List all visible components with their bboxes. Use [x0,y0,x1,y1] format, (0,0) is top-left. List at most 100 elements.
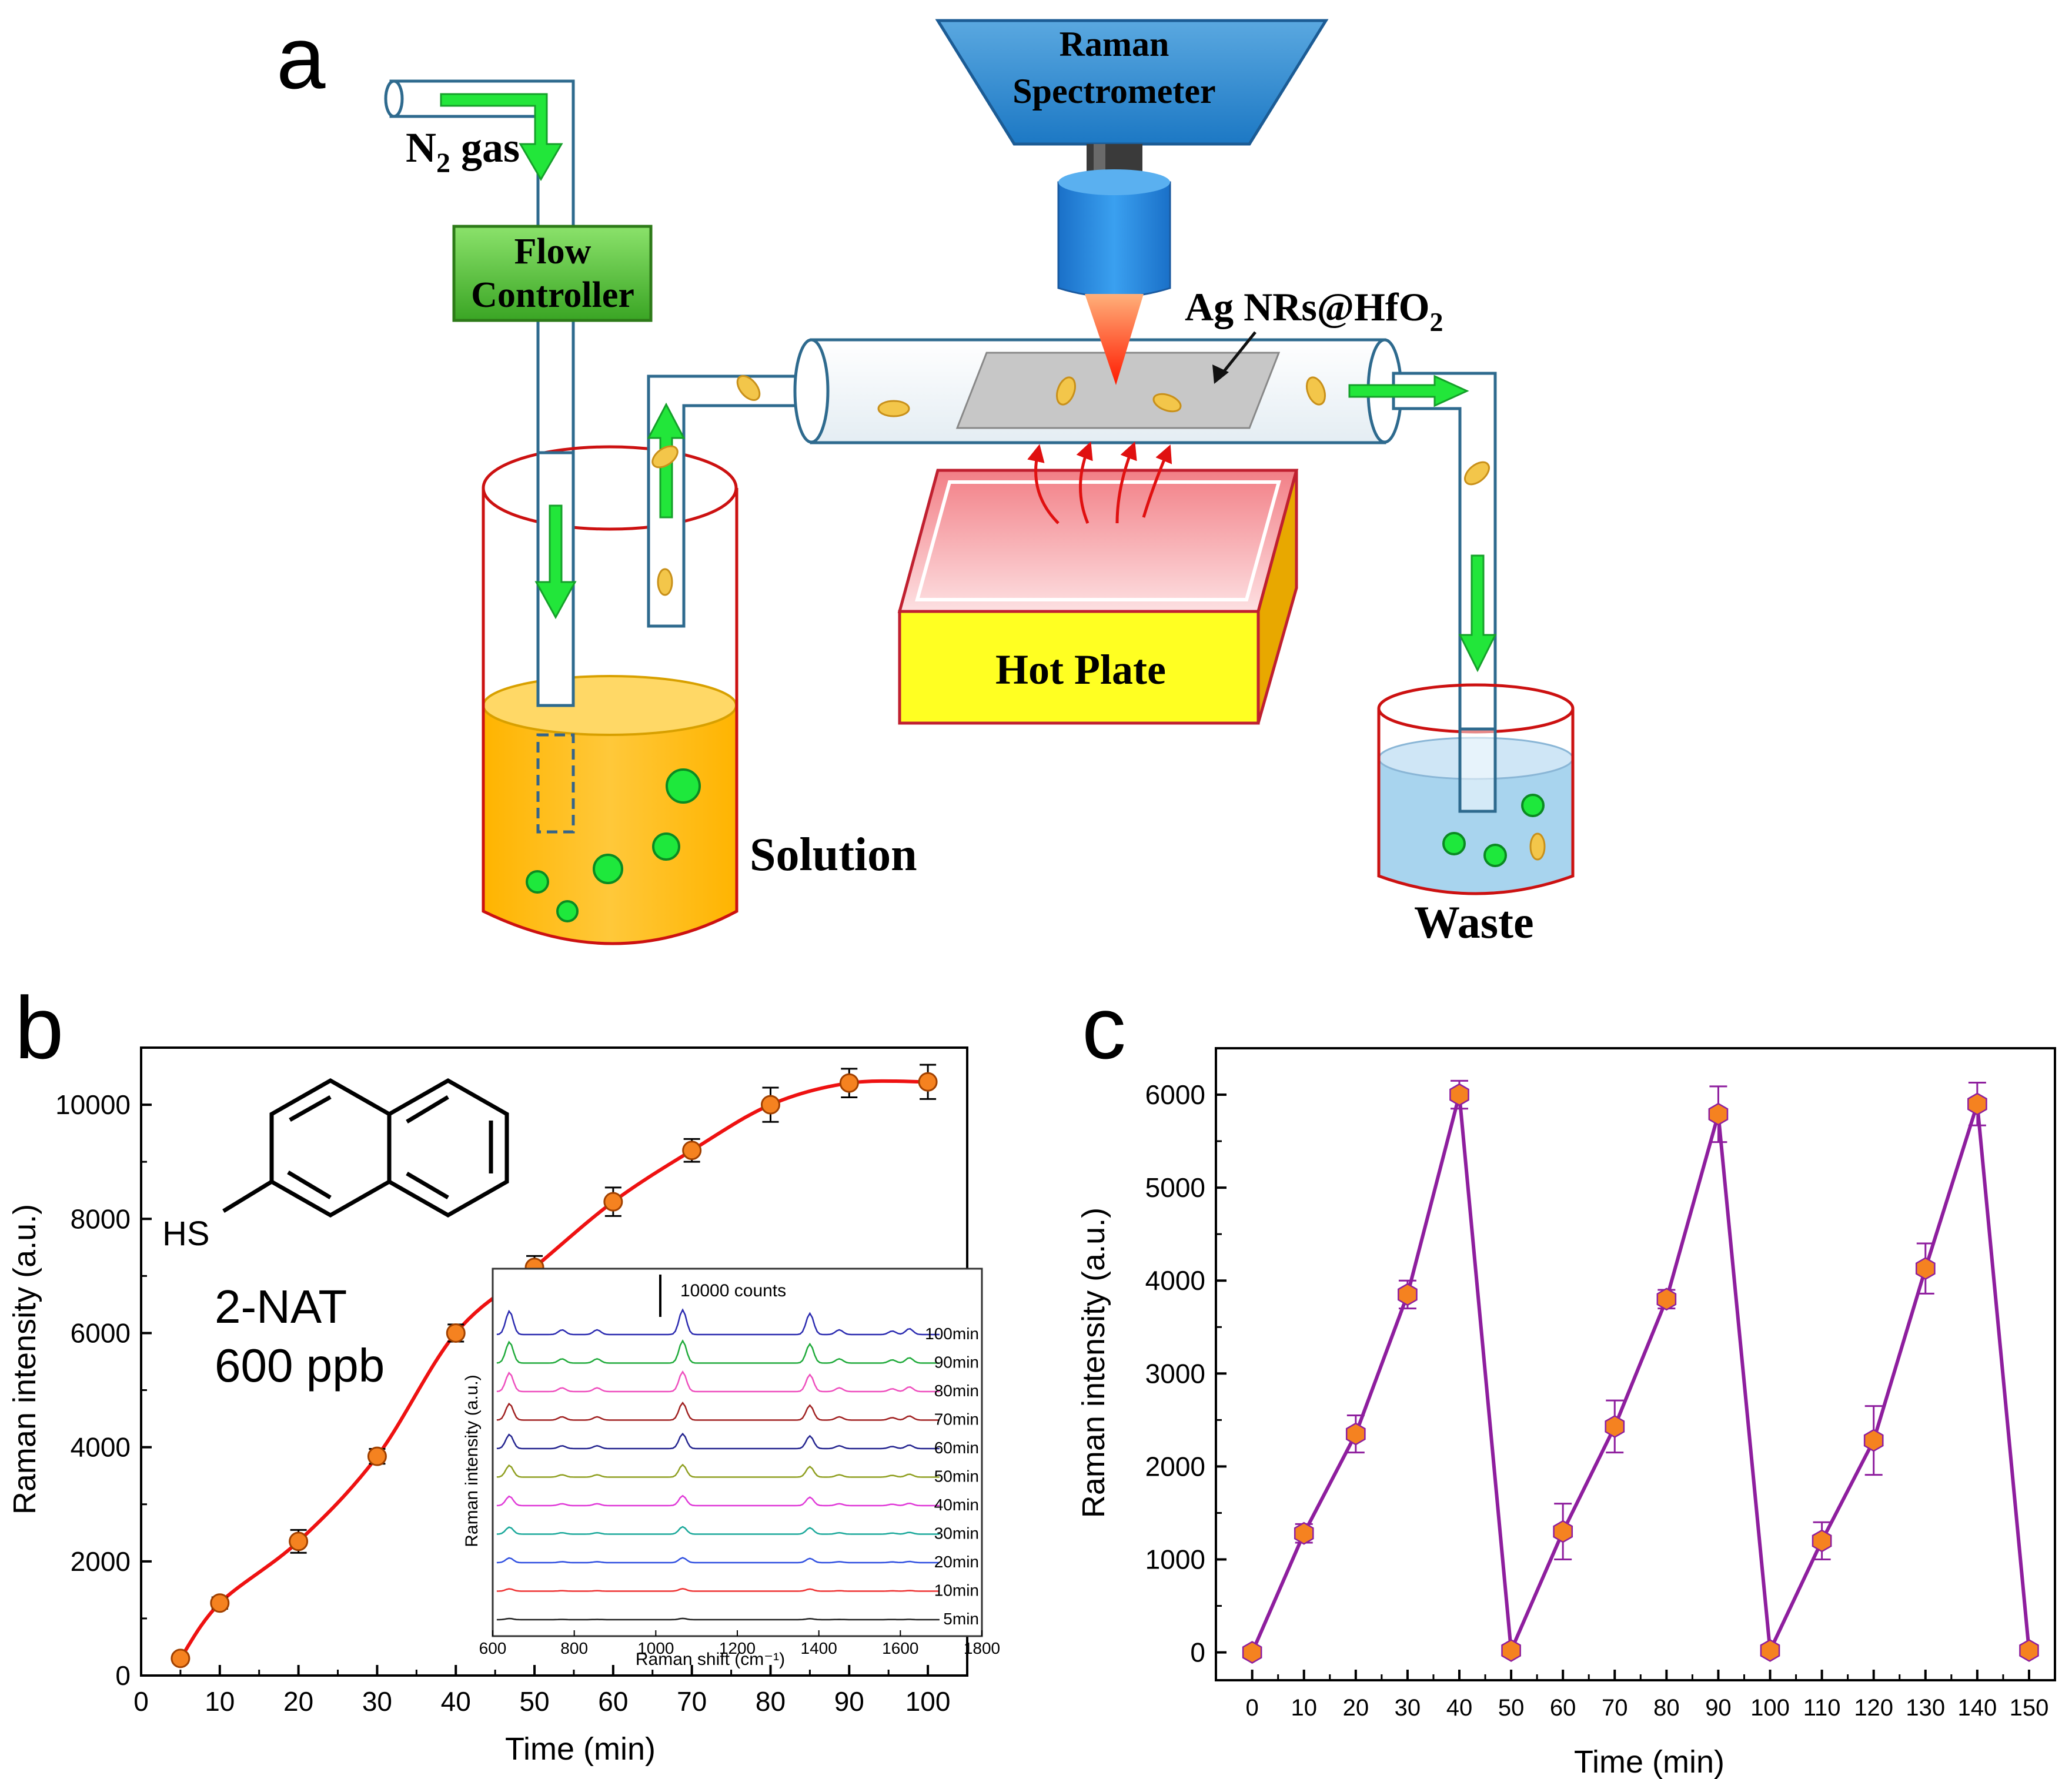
panel-a-label: a [276,8,326,107]
inset-spectrum [496,1370,940,1393]
laser-beam [1085,294,1144,385]
bubble [556,900,579,922]
data-point [1812,1529,1832,1553]
data-point [1656,1288,1677,1311]
data-point [760,1095,780,1115]
inset-series-label: 10min [934,1581,979,1600]
y-tick-label: 4000 [71,1432,131,1463]
inset-spectrum [496,1401,940,1421]
substrate-label: Ag NRs@HfO2 [1185,285,1443,337]
raman-spectrometer: Raman Spectrometer [935,19,1329,385]
inset-spectrum [496,1526,940,1535]
y-tick-label: 5000 [1145,1172,1205,1203]
flow-controller-line2: Controller [471,275,634,315]
inset-series-label: 20min [934,1553,979,1571]
inset-series-label: 80min [934,1382,979,1400]
bubble [1521,794,1545,817]
particle [657,568,673,596]
x-tick-label: 40 [441,1686,471,1717]
data-point [1345,1422,1366,1446]
data-point [171,1648,191,1668]
data-point [839,1073,859,1093]
y-tick-label: 0 [115,1660,131,1691]
inset-spectrum [496,1463,940,1478]
annotation-concentration: 600 ppb [215,1339,385,1392]
waste-flow-arrow [1458,554,1497,673]
data-point [289,1531,309,1551]
y-tick-label: 2000 [71,1546,131,1577]
spectrometer-line1: Raman [1060,25,1169,63]
plot-c-frame [1215,1047,2056,1681]
x-tick-label: 30 [362,1686,392,1717]
plot-c-ylabel: Raman intensity (a.u.) [1076,1208,1111,1518]
plot-c-series [1242,1079,2039,1664]
plot-b-xlabel: Time (min) [505,1731,656,1767]
inset-x-tick-label: 1600 [882,1639,918,1657]
flow-controller-line1: Flow [514,232,591,272]
inset-series-label: 100min [925,1325,979,1343]
hot-plate-label: Hot Plate [995,646,1166,693]
inset-series-label: 30min [934,1524,979,1543]
bubble [666,768,701,804]
flow-cell [793,338,1403,444]
data-point [1242,1641,1262,1664]
x-tick-label: 60 [1550,1695,1576,1721]
x-tick-label: 130 [1906,1695,1945,1721]
heat-arrows [1027,441,1172,524]
data-point [1398,1283,1418,1306]
exit-flow-arrow [1348,374,1469,407]
x-tick-label: 20 [1343,1695,1369,1721]
y-tick-label: 1000 [1145,1544,1205,1574]
inset-spectrum [496,1557,940,1564]
inset-spectrum [496,1588,940,1592]
data-point [1449,1083,1469,1106]
data-point [1605,1414,1625,1438]
x-tick-label: 0 [133,1686,149,1717]
x-tick-label: 50 [519,1686,549,1717]
particle [1464,461,1490,486]
bubble [1483,844,1507,867]
plot-c-xlabel: Time (min) [1574,1744,1725,1779]
inset-series-label: 90min [934,1353,979,1372]
x-tick-label: 80 [756,1686,786,1717]
data-point [682,1141,702,1161]
y-tick-label: 8000 [71,1203,131,1234]
x-tick-label: 80 [1653,1695,1680,1721]
y-tick-label: 6000 [1145,1079,1205,1110]
plot-b-ylabel: Raman intensity (a.u.) [7,1204,42,1514]
inset-spectrum [496,1432,940,1450]
solution-label: Solution [750,829,917,881]
x-tick-label: 10 [205,1686,235,1717]
data-point [603,1192,623,1212]
data-point [367,1446,387,1466]
inset-series-label: 5min [943,1610,979,1628]
x-tick-label: 40 [1446,1695,1473,1721]
particle [1055,376,1077,406]
x-tick-label: 90 [1705,1695,1732,1721]
x-tick-label: 100 [905,1686,951,1717]
y-tick-label: 2000 [1145,1451,1205,1482]
data-point [1863,1429,1884,1452]
data-point [1708,1102,1729,1126]
x-tick-label: 110 [1803,1695,1841,1721]
bubble [593,854,623,884]
data-point [2019,1638,2039,1662]
inset-series-label: 70min [934,1410,979,1429]
x-tick-label: 30 [1395,1695,1421,1721]
x-tick-label: 140 [1957,1695,1997,1721]
annotation-compound: 2-NAT [215,1280,347,1333]
inset-spectrum [496,1617,940,1621]
x-tick-label: 70 [1602,1695,1628,1721]
particle [736,375,761,401]
x-tick-label: 120 [1854,1695,1893,1721]
particle [1529,832,1546,861]
bubble [526,870,549,894]
data-point [1915,1257,1936,1280]
x-tick-label: 10 [1291,1695,1317,1721]
data-point [1553,1520,1573,1543]
inset-spectrum [496,1308,940,1336]
